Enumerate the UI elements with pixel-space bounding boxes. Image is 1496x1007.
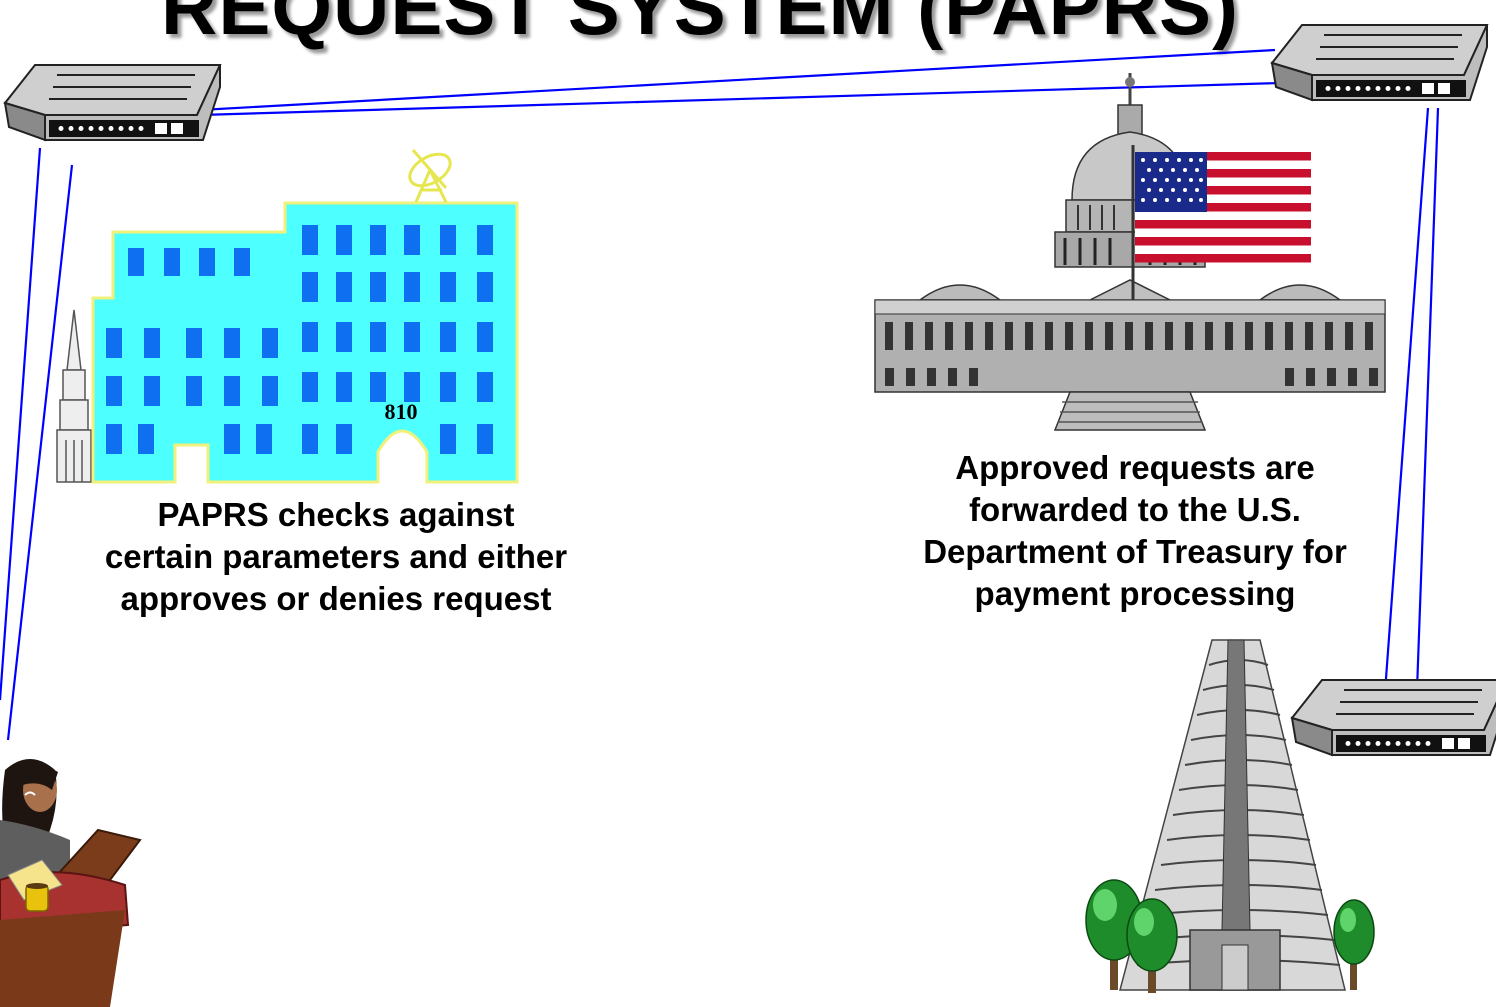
connection-line (199, 48, 1276, 112)
building-number: 810 (385, 399, 418, 424)
paprs-caption: PAPRS checks against certain parameters … (46, 494, 626, 620)
caption-line: approves or denies request (120, 580, 552, 617)
connection-line (1383, 107, 1430, 693)
office-building-icon: 810 (56, 149, 519, 484)
office-worker-icon (0, 759, 142, 1007)
slide-title: REQUEST SYSTEM (PAPRS) (160, 0, 1239, 51)
spire (56, 309, 92, 483)
capitol-icon (874, 73, 1386, 431)
connection-lines (0, 48, 1440, 741)
modem-icon (1291, 679, 1496, 756)
connection-line (0, 147, 42, 701)
modem-icon (1271, 24, 1488, 101)
tree-icon (1126, 898, 1178, 993)
caption-line: certain parameters and either (104, 538, 568, 575)
treasury-caption: Approved requests are forwarded to the U… (880, 447, 1390, 615)
connection-line (6, 164, 74, 741)
connection-line (199, 81, 1281, 117)
caption-line: forwarded to the U.S. (969, 491, 1301, 528)
us-flag-icon (1135, 152, 1311, 263)
connection-line (1415, 107, 1440, 691)
tree-icon (1333, 899, 1375, 990)
caption-line: PAPRS checks against (157, 496, 515, 533)
modem-icon (4, 64, 221, 141)
caption-line: payment processing (974, 575, 1296, 612)
caption-line: Approved requests are (955, 449, 1315, 486)
caption-line: Department of Treasury for (923, 533, 1347, 570)
skyscraper-icon (1085, 639, 1375, 993)
satellite-dish-icon (408, 149, 452, 203)
